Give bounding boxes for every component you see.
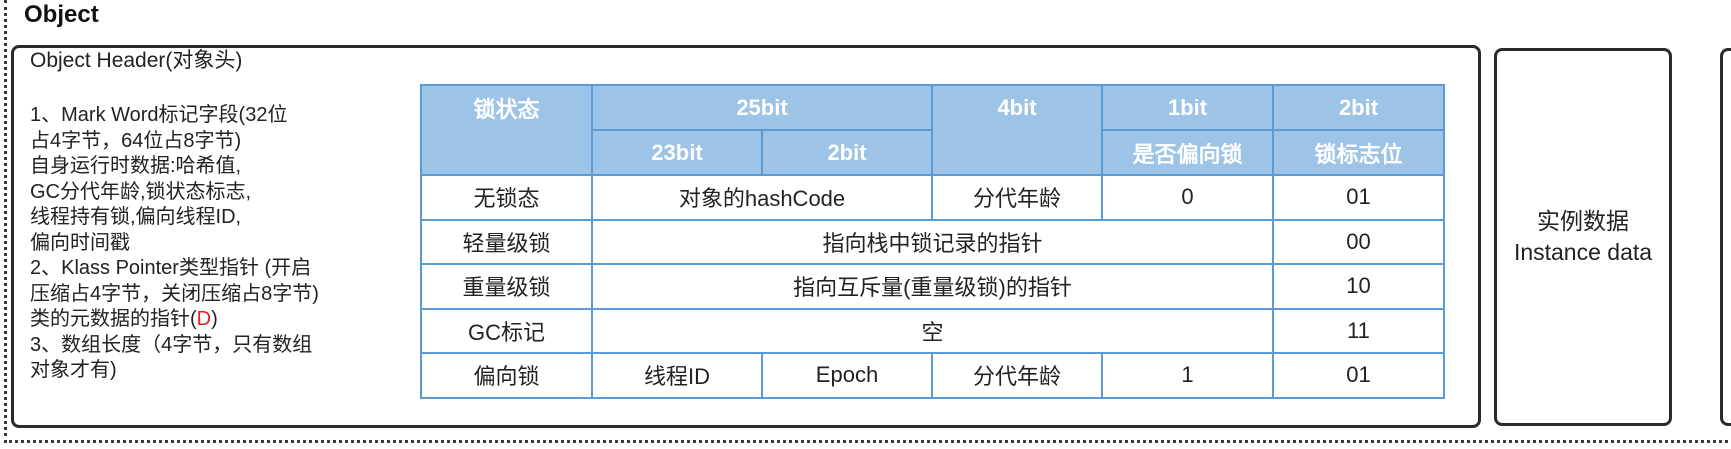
cell-epoch: Epoch <box>761 352 933 399</box>
object-outline <box>4 0 1731 443</box>
desc-line: 自身运行时数据:哈希值, <box>30 155 242 177</box>
desc-line: 1、Mark Word标记字段(32位 <box>30 104 288 126</box>
header-1bit: 1bit <box>1101 84 1274 131</box>
header-4bit: 4bit <box>931 84 1103 176</box>
desc-line: 3、数组长度（4字节，只有数组 <box>30 333 313 356</box>
cell-content: 空 <box>591 307 1274 354</box>
desc-line: 压缩占4字节，关闭压缩占8字节) <box>30 282 319 305</box>
mark-word-table: 锁状态 25bit 4bit 1bit 2bit 23bit 2bit 是否偏向… <box>420 84 1445 399</box>
desc-line: 对象才有) <box>30 359 117 381</box>
table-row: GC标记 空 11 <box>420 307 1445 354</box>
padding-box-partial <box>1720 48 1731 426</box>
cell-age: 分代年龄 <box>931 352 1103 399</box>
table-row: 轻量级锁 指向栈中锁记录的指针 00 <box>420 218 1445 265</box>
cell-state: 无锁态 <box>420 174 593 221</box>
cell-biased: 0 <box>1101 174 1274 221</box>
desc-line: 2、Klass Pointer类型指针 (开启 <box>30 257 312 279</box>
desc-line: 占4字节，64位占8字节) <box>30 129 242 152</box>
object-header-box <box>11 45 1481 428</box>
desc-line: 线程持有锁,偏向线程ID, <box>30 206 242 228</box>
cell-flag: 10 <box>1272 263 1445 310</box>
cell-flag: 11 <box>1272 307 1445 354</box>
instance-data-en: Instance data <box>1513 239 1653 265</box>
desc-line: 类的元数据的指针(D) <box>30 307 410 333</box>
header-2bit: 2bit <box>1272 84 1445 131</box>
table-row: 无锁态 对象的hashCode 分代年龄 0 01 <box>420 174 1445 221</box>
cell-state: 偏向锁 <box>420 352 593 399</box>
desc-line: 偏向时间戳 <box>30 231 130 254</box>
cell-flag: 01 <box>1272 174 1445 221</box>
header-lock-flag: 锁标志位 <box>1272 129 1445 176</box>
desc-highlight: D <box>196 308 212 330</box>
cell-flag: 00 <box>1272 218 1445 265</box>
object-header-description: 1、Mark Word标记字段(32位 占4字节，64位占8字节) 自身运行时数… <box>30 103 410 384</box>
table-row: 偏向锁 线程ID Epoch 分代年龄 1 01 <box>420 352 1445 399</box>
table-row: 重量级锁 指向互斥量(重量级锁)的指针 10 <box>420 263 1445 310</box>
instance-data-box: 实例数据 Instance data <box>1494 48 1672 426</box>
header-biased-flag: 是否偏向锁 <box>1101 129 1274 176</box>
desc-text: 类的元数据的指针( <box>30 308 197 330</box>
cell-content: 对象的hashCode <box>591 174 933 221</box>
header-lock-state: 锁状态 <box>420 84 593 176</box>
cell-flag: 01 <box>1272 352 1445 399</box>
cell-content: 指向互斥量(重量级锁)的指针 <box>591 263 1274 310</box>
cell-state: 轻量级锁 <box>420 218 593 265</box>
instance-data-cn: 实例数据 <box>1537 208 1629 234</box>
cell-state: 重量级锁 <box>420 263 593 310</box>
object-title: Object <box>24 1 99 28</box>
desc-line: GC分代年龄,锁状态标志, <box>30 180 252 203</box>
cell-state: GC标记 <box>420 307 593 354</box>
header-25bit: 25bit <box>591 84 933 131</box>
header-2bit-sub: 2bit <box>761 129 933 176</box>
cell-age: 分代年龄 <box>931 174 1103 221</box>
header-23bit: 23bit <box>591 129 763 176</box>
cell-thread-id: 线程ID <box>591 352 763 399</box>
cell-biased: 1 <box>1101 352 1274 399</box>
desc-text: ) <box>211 308 218 330</box>
cell-content: 指向栈中锁记录的指针 <box>591 218 1274 265</box>
object-header-label: Object Header(对象头) <box>30 49 243 72</box>
